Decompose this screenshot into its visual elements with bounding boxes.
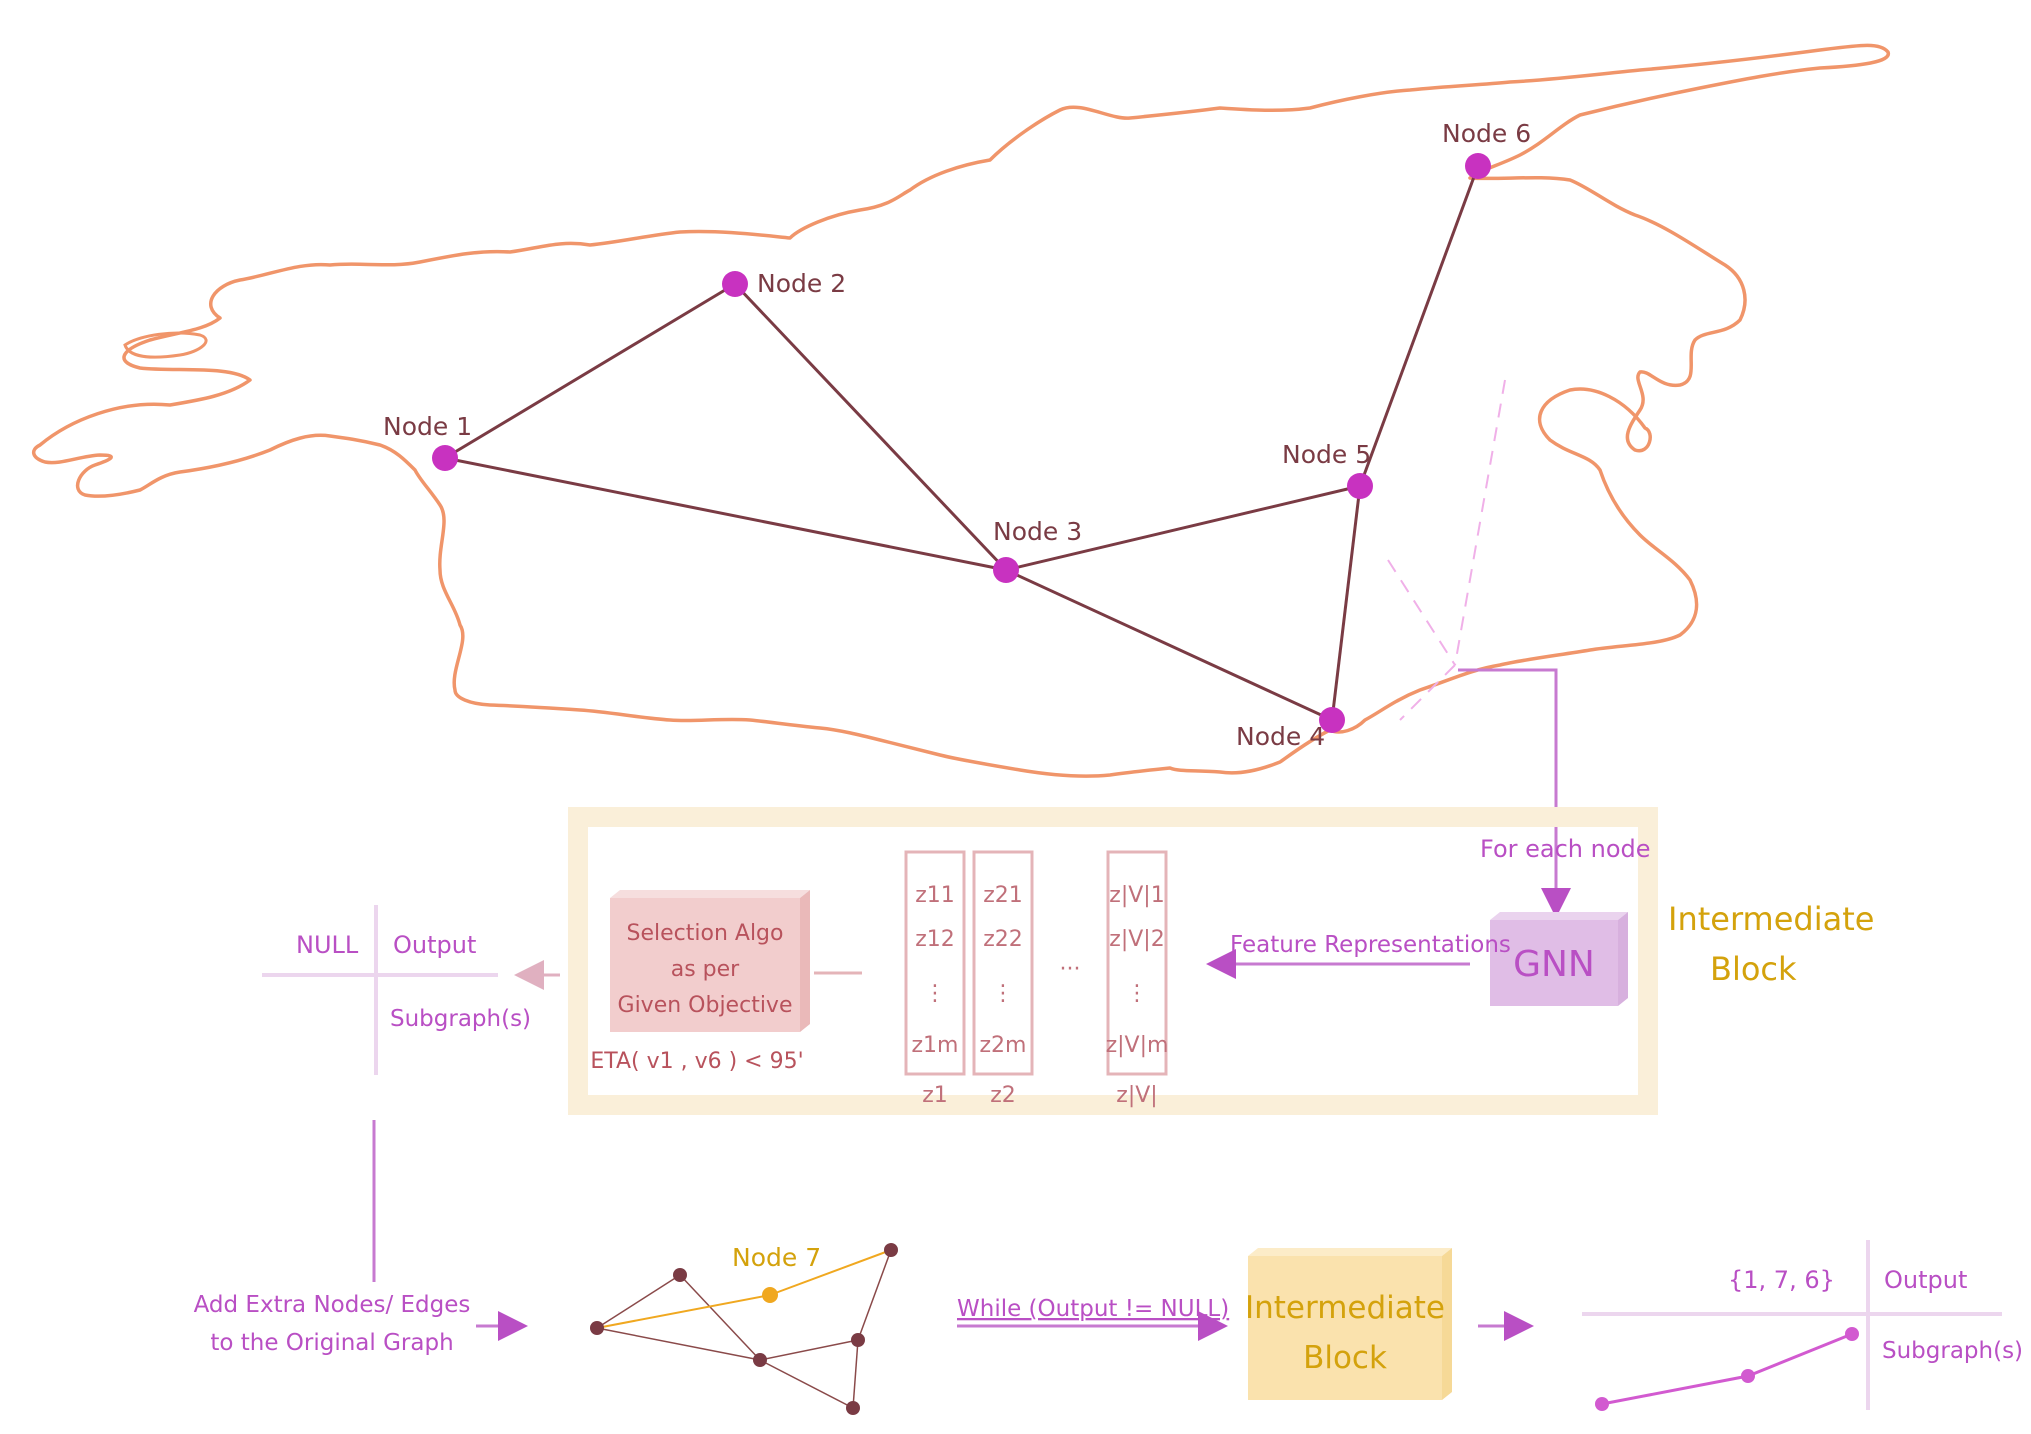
vdots-v: ⋮ [1126,981,1148,1006]
edge-2-3 [733,282,1008,572]
z12: z12 [915,927,955,952]
output-label-bottom: Output [1884,1266,1967,1294]
result-path [1601,1332,1853,1406]
for-each-node-label: For each node [1480,835,1651,863]
embedding-columns: z11 z12 ⋮ z1m z1 z21 z22 ⋮ z2m z2 z|V|1 … [904,850,1169,1108]
z21: z21 [983,883,1023,908]
embedding-column-v [1106,850,1168,1076]
aug-node-a [590,1321,604,1335]
output-label-top: Output [393,931,476,959]
intermediate-block-title-2: Block [1710,950,1797,988]
bottom-block-line-2: Block [1303,1340,1387,1376]
z2-label: z2 [990,1083,1016,1108]
aug-node-c [753,1353,767,1367]
node-5[interactable] [1347,473,1373,499]
add-extra-nodes-line-1: Add Extra Nodes/ Edges [194,1292,471,1318]
node-1[interactable] [432,445,458,471]
intermediate-block-frame [568,807,1658,1115]
map-outline [32,43,1890,778]
while-label: While (Output != NULL) [957,1296,1229,1322]
gnn-label: GNN [1513,944,1595,985]
z1m: z1m [912,1033,959,1058]
aug-node-f [884,1243,898,1257]
node-3[interactable] [993,557,1019,583]
z1-label: z1 [922,1083,948,1108]
selection-algo-box[interactable]: Selection Algo as per Given Objective [610,890,810,1032]
add-extra-nodes-line-2: to the Original Graph [210,1330,453,1356]
augmented-graph [590,1243,898,1415]
feature-representations-label: Feature Representations [1230,932,1511,958]
graph-edges [444,165,1480,722]
selection-line-1: Selection Algo [627,921,784,946]
zv-label: z|V| [1116,1083,1157,1108]
selection-line-3: Given Objective [618,993,793,1018]
node-7-label: Node 7 [732,1243,821,1272]
node-4[interactable] [1319,707,1345,733]
zvm: z|V|m [1106,1033,1169,1058]
bottom-intermediate-block[interactable]: Intermediate Block [1245,1248,1452,1400]
null-label: NULL [296,931,359,959]
node-5-label: Node 5 [1282,440,1371,469]
node-3-label: Node 3 [993,517,1082,546]
node-2-label: Node 2 [757,269,846,298]
edge-3-4 [1005,568,1333,722]
aug-node-d [851,1333,865,1347]
output-table-top: NULL Output Subgraph(s) [262,905,531,1075]
edge-4-5 [1330,485,1362,721]
z22: z22 [983,927,1023,952]
zv1: z|V|1 [1109,883,1164,908]
edge-1-3 [444,456,1007,572]
result-node-3 [1845,1327,1859,1341]
node-7[interactable] [762,1287,778,1303]
z2m: z2m [980,1033,1027,1058]
column-ellipsis: ··· [1060,957,1081,982]
eta-constraint: ETA( v1 , v6 ) < 95' [590,1049,803,1074]
aug-node-e [846,1401,860,1415]
dashed-road-lines [1387,379,1506,721]
subgraph-label-top: Subgraph(s) [390,1006,531,1032]
edge-1-2 [444,282,736,460]
selection-line-2: as per [671,957,740,982]
node-6[interactable] [1465,153,1491,179]
zv2: z|V|2 [1109,927,1164,952]
result-set: {1, 7, 6} [1728,1266,1835,1294]
map-inner-island [123,331,208,359]
output-table-bottom: {1, 7, 6} Output Subgraph(s) [1582,1240,2023,1411]
bottom-block-line-1: Intermediate [1245,1290,1445,1326]
node-4-label: Node 4 [1236,722,1325,751]
result-node-1 [1595,1397,1609,1411]
graph-nodes [432,153,1491,733]
vdots-1: ⋮ [924,981,946,1006]
node-1-label: Node 1 [383,412,472,441]
edge-5-6 [1358,165,1480,487]
subgraph-label-bottom: Subgraph(s) [1882,1338,2023,1364]
vdots-2: ⋮ [992,981,1014,1006]
edge-3-5 [1005,484,1361,572]
aug-node-b [673,1268,687,1282]
map-to-gnn-connector [1458,668,1571,918]
gnn-box[interactable]: GNN [1490,912,1628,1006]
node-2[interactable] [722,271,748,297]
embedding-column-1 [904,850,966,1076]
node-6-label: Node 6 [1442,119,1531,148]
result-node-2 [1741,1369,1755,1383]
embedding-column-2 [972,850,1034,1076]
intermediate-block-title-1: Intermediate [1668,900,1874,938]
z11: z11 [915,883,955,908]
